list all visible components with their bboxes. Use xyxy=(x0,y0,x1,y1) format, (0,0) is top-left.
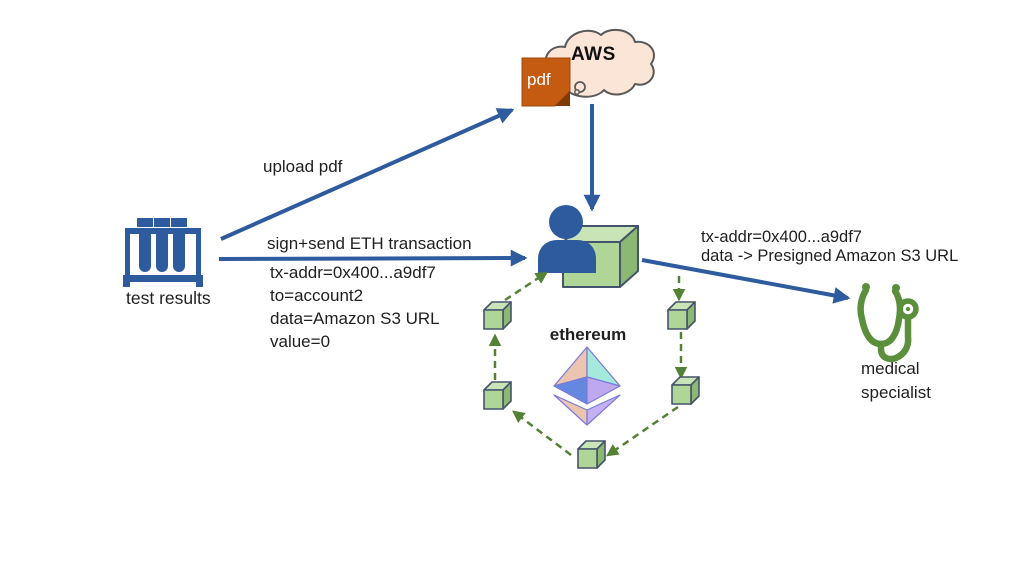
block-cube-icon xyxy=(667,301,696,330)
ethereum-logo xyxy=(553,346,621,426)
tx-detail-line: value=0 xyxy=(270,332,331,351)
stethoscope-icon xyxy=(857,283,919,363)
ethereum-label: ethereum xyxy=(549,325,627,344)
person-icon xyxy=(538,205,596,273)
test-results-label: test results xyxy=(126,288,211,308)
cloud-icon xyxy=(544,28,655,98)
tx-detail-line: tx-addr=0x400...a9df7 xyxy=(270,263,436,282)
retrieve-detail-line: tx-addr=0x400...a9df7 xyxy=(701,228,862,246)
transaction-details: tx-addr=0x400...a9df7 to=account2 data=A… xyxy=(270,261,440,353)
retrieve-details: tx-addr=0x400...a9df7 data -> Presigned … xyxy=(701,228,958,266)
tx-detail-line: data=Amazon S3 URL xyxy=(270,309,440,328)
upload-pdf-label: upload pdf xyxy=(263,157,343,176)
test-tubes-icon xyxy=(123,218,203,287)
medical-specialist-label: medical specialist xyxy=(861,359,931,402)
pdf-file-icon xyxy=(521,57,571,107)
account-specialist-arrow xyxy=(641,258,851,304)
pdf-label: pdf xyxy=(527,70,551,89)
tx-detail-line: to=account2 xyxy=(270,286,364,305)
block-cube-icon xyxy=(671,376,700,405)
sign-send-label: sign+send ETH transaction xyxy=(267,234,472,253)
upload-pdf-arrow xyxy=(220,108,515,241)
block-cube-icon xyxy=(483,301,512,330)
block-cubes xyxy=(483,301,700,469)
blockchain-links xyxy=(488,271,688,457)
sign-send-arrow xyxy=(218,249,528,267)
block-cube-icon xyxy=(577,440,606,469)
aws-label: AWS xyxy=(571,44,616,65)
retrieve-detail-line: data -> Presigned Amazon S3 URL xyxy=(701,247,959,265)
block-cube-icon xyxy=(483,381,512,410)
